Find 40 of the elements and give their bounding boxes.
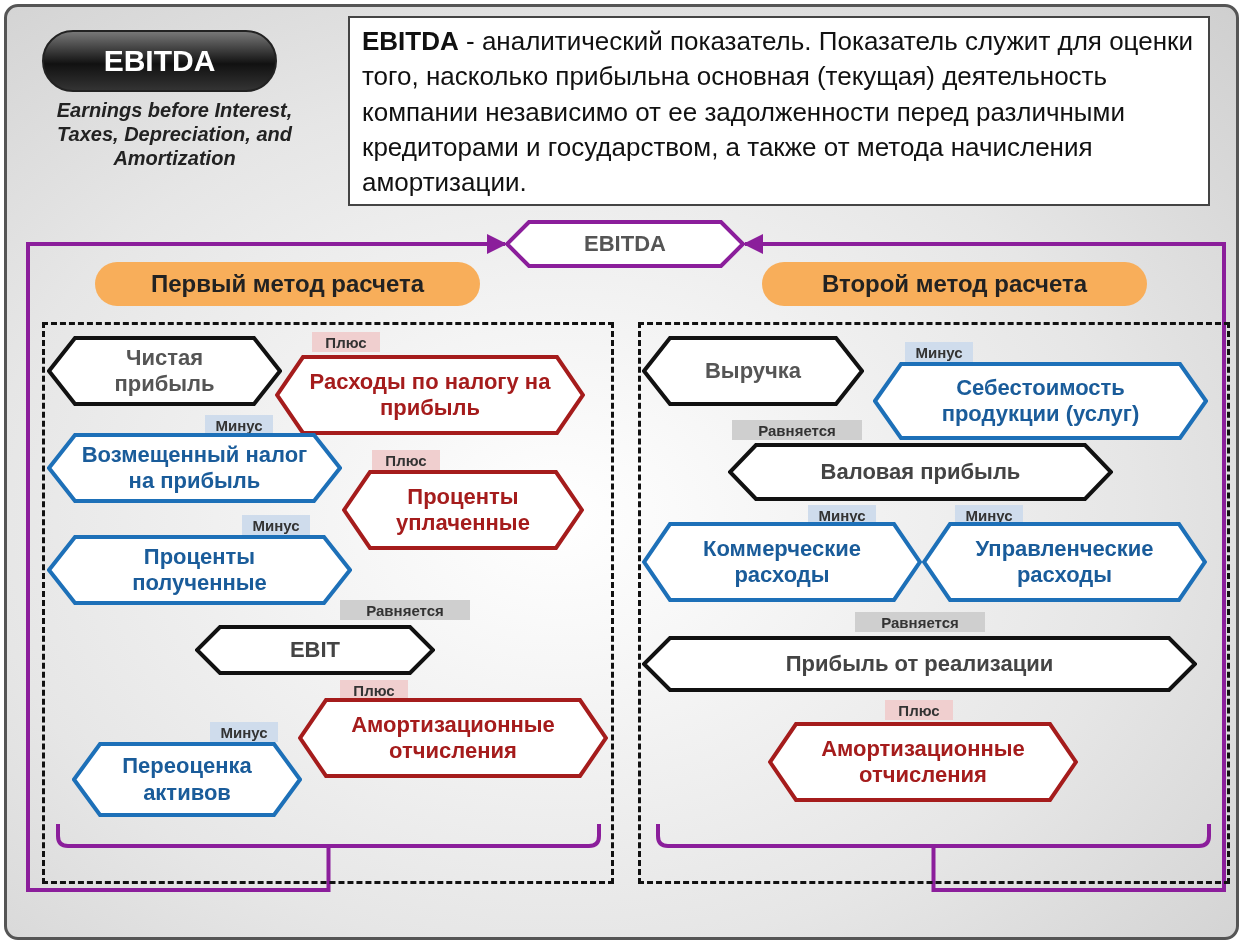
hexagon-node: Амортизационные отчисления: [298, 698, 608, 778]
connector-arrow: [743, 234, 1226, 892]
operation-tag: Минус: [205, 415, 273, 435]
hexagon-node: Себестоимость продукции (услуг): [873, 362, 1208, 440]
hexagon-node: Чистая прибыль: [47, 336, 282, 406]
hexagon-node: Выручка: [642, 336, 864, 406]
operation-tag: Равняется: [340, 600, 470, 620]
dashed-frame: [638, 322, 1230, 884]
hexagon-node: Коммерческие расходы: [642, 522, 922, 602]
hexagon-node: Проценты полученные: [47, 535, 352, 605]
operation-tag: Плюс: [340, 680, 408, 700]
operation-tag: Минус: [242, 515, 310, 535]
hexagon-node: Возмещенный налог на прибыль: [47, 433, 342, 503]
operation-tag: Равняется: [732, 420, 862, 440]
hexagon-node: EBITDA: [505, 220, 745, 268]
operation-tag: Минус: [905, 342, 973, 362]
definition-box: EBITDA - аналитический показатель. Показатель служит для оценки того, насколько прибыльна основная (текущая) деятельность компании независимо от ее задолженности перед различными кредиторами и государством, а также от метода начисления амортизации.: [348, 16, 1210, 206]
operation-tag: Плюс: [312, 332, 380, 352]
title-pill: EBITDA: [42, 30, 277, 92]
hexagon-node: EBIT: [195, 625, 435, 675]
connector-arrow: [26, 234, 507, 892]
operation-tag: Минус: [955, 505, 1023, 525]
bracket: [56, 824, 601, 848]
subtitle-text: Earnings before Interest, Taxes, Depreciation, and Amortization: [55, 98, 294, 170]
operation-tag: Минус: [210, 722, 278, 742]
hexagon-node: Управленческие расходы: [922, 522, 1207, 602]
method-heading: Второй метод расчета: [762, 262, 1147, 306]
dashed-frame: [42, 322, 614, 884]
operation-tag: Равняется: [855, 612, 985, 632]
hexagon-node: Прибыль от реализации: [642, 636, 1197, 692]
bracket: [656, 824, 1211, 848]
hexagon-node: Амортизационные отчисления: [768, 722, 1078, 802]
hexagon-node: Валовая прибыль: [728, 443, 1113, 501]
hexagon-node: Расходы по налогу на прибыль: [275, 355, 585, 435]
operation-tag: Плюс: [372, 450, 440, 470]
method-heading: Первый метод расчета: [95, 262, 480, 306]
operation-tag: Плюс: [885, 700, 953, 720]
operation-tag: Минус: [808, 505, 876, 525]
hexagon-node: Переоценка активов: [72, 742, 302, 817]
hexagon-node: Проценты уплаченные: [342, 470, 584, 550]
